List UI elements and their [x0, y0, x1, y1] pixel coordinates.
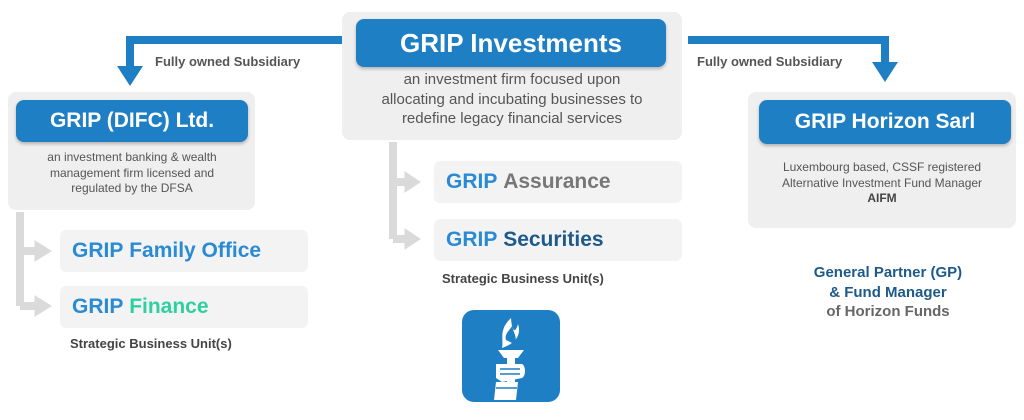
- gp-line: of Horizon Funds: [826, 303, 950, 320]
- grip-horizon-title: GRIP Horizon Sarl: [759, 100, 1011, 144]
- grip-investments-description: an investment firm focused upon allocati…: [345, 70, 679, 129]
- desc-line: an investment firm focused upon: [403, 71, 621, 88]
- unit-grip-assurance: GRIP Assurance: [434, 161, 682, 203]
- general-partner-note: General Partner (GP) & Fund Manager of H…: [760, 263, 1016, 322]
- unit-prefix: GRIP: [72, 239, 124, 262]
- unit-prefix: GRIP: [72, 295, 124, 318]
- desc-line: management firm licensed and: [49, 165, 215, 180]
- unit-grip-securities: GRIP Securities: [434, 219, 682, 261]
- unit-name: Family Office: [129, 239, 262, 262]
- desc-line: Luxembourg based, CSSF registered: [782, 160, 982, 174]
- unit-name: Securities: [503, 228, 604, 251]
- aifm-label: AIFM: [867, 191, 897, 206]
- center-unit-connectors: [389, 142, 421, 250]
- torch-hand-icon: [462, 310, 560, 402]
- unit-name: Assurance: [503, 170, 611, 193]
- desc-line: regulated by the DFSA: [71, 181, 193, 196]
- desc-line: redefine legacy financial services: [401, 110, 623, 127]
- right-edge-label: Fully owned Subsidiary: [697, 54, 843, 69]
- center-units-caption: Strategic Business Unit(s): [442, 271, 604, 286]
- unit-grip-finance: GRIP Finance: [60, 286, 308, 328]
- grip-difc-description: an investment banking & wealth managemen…: [12, 150, 252, 197]
- unit-prefix: GRIP: [446, 170, 498, 193]
- left-subsidiary-arrow: [117, 36, 355, 86]
- gp-line: & Fund Manager: [829, 283, 947, 301]
- unit-prefix: GRIP: [446, 228, 498, 251]
- grip-investments-title: GRIP Investments: [356, 19, 666, 67]
- unit-name: Finance: [129, 295, 209, 318]
- left-edge-label: Fully owned Subsidiary: [155, 54, 301, 69]
- grip-difc-title: GRIP (DIFC) Ltd.: [16, 100, 248, 142]
- gp-line: General Partner (GP): [813, 264, 963, 281]
- grip-horizon-description: Luxembourg based, CSSF registered Altern…: [752, 160, 1012, 207]
- right-subsidiary-arrow: [688, 36, 898, 82]
- left-units-caption: Strategic Business Unit(s): [70, 336, 232, 351]
- desc-line: allocating and incubating businesses to: [381, 90, 643, 108]
- desc-line: Alternative Investment Fund Manager: [781, 175, 983, 190]
- desc-line: an investment banking & wealth: [47, 150, 217, 164]
- unit-grip-family-office: GRIP Family Office: [60, 230, 308, 272]
- left-unit-connectors: [16, 212, 52, 317]
